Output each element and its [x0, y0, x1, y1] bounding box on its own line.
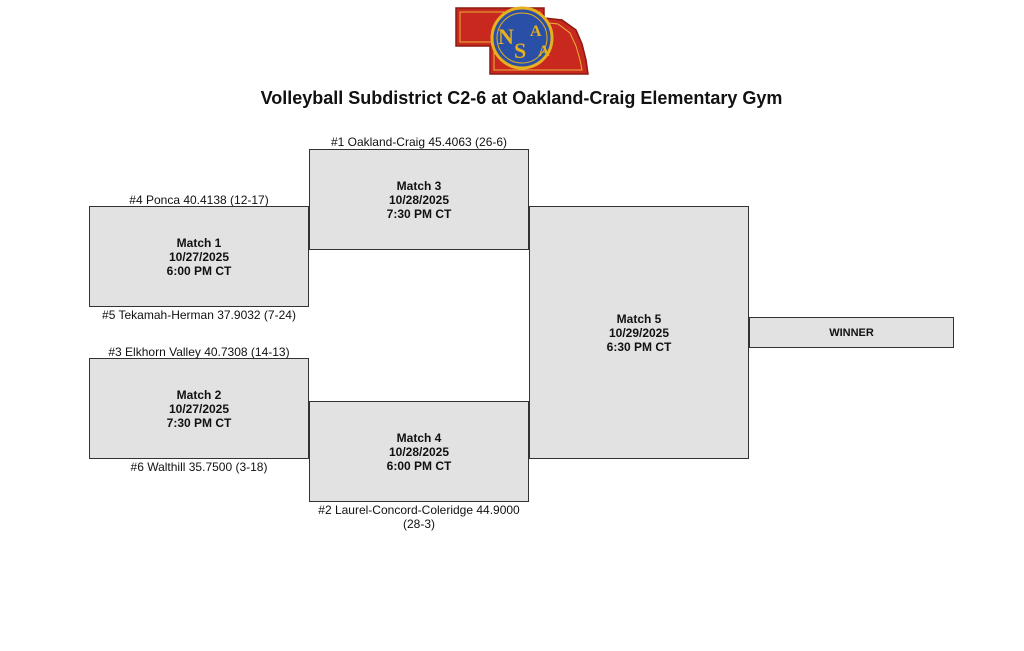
winner-label: WINNER — [829, 326, 874, 339]
match-3-box: Match 3 10/28/2025 7:30 PM CT — [309, 149, 529, 250]
svg-text:S: S — [514, 38, 526, 63]
match-date: 10/29/2025 — [608, 325, 670, 340]
match-date: 10/27/2025 — [168, 401, 230, 416]
winner-box: WINNER — [749, 317, 954, 348]
match-time: 7:30 PM CT — [386, 206, 452, 221]
team-seed-2: #2 Laurel-Concord-Coleridge 44.9000 (28-… — [318, 503, 520, 531]
match-time: 6:00 PM CT — [166, 263, 232, 278]
match-1-box: Match 1 10/27/2025 6:00 PM CT — [89, 206, 309, 307]
match-date: 10/28/2025 — [388, 192, 450, 207]
match-2-box: Match 2 10/27/2025 7:30 PM CT — [89, 358, 309, 459]
match-time: 6:30 PM CT — [606, 339, 672, 354]
match-time: 7:30 PM CT — [166, 415, 232, 430]
svg-text:N: N — [498, 24, 514, 49]
match-date: 10/28/2025 — [388, 444, 450, 459]
match-name: Match 5 — [616, 311, 662, 326]
match-time: 6:00 PM CT — [386, 458, 452, 473]
svg-text:A: A — [530, 23, 542, 40]
page-title: Volleyball Subdistrict C2-6 at Oakland-C… — [260, 88, 783, 108]
match-name: Match 4 — [396, 430, 442, 445]
team-seed-6: #6 Walthill 35.7500 (3-18) — [130, 460, 268, 474]
match-5-box: Match 5 10/29/2025 6:30 PM CT — [529, 206, 749, 459]
match-name: Match 3 — [396, 178, 442, 193]
match-4-box: Match 4 10/28/2025 6:00 PM CT — [309, 401, 529, 502]
match-name: Match 2 — [176, 387, 222, 402]
team-seed-1: #1 Oakland-Craig 45.4063 (26-6) — [330, 135, 508, 149]
team-seed-3: #3 Elkhorn Valley 40.7308 (14-13) — [108, 345, 290, 359]
nsaa-logo: N S A A — [455, 6, 589, 75]
svg-text:A: A — [538, 43, 550, 60]
match-date: 10/27/2025 — [168, 249, 230, 264]
match-name: Match 1 — [176, 235, 222, 250]
team-seed-4: #4 Ponca 40.4138 (12-17) — [129, 193, 269, 207]
team-seed-5: #5 Tekamah-Herman 37.9032 (7-24) — [102, 308, 296, 322]
